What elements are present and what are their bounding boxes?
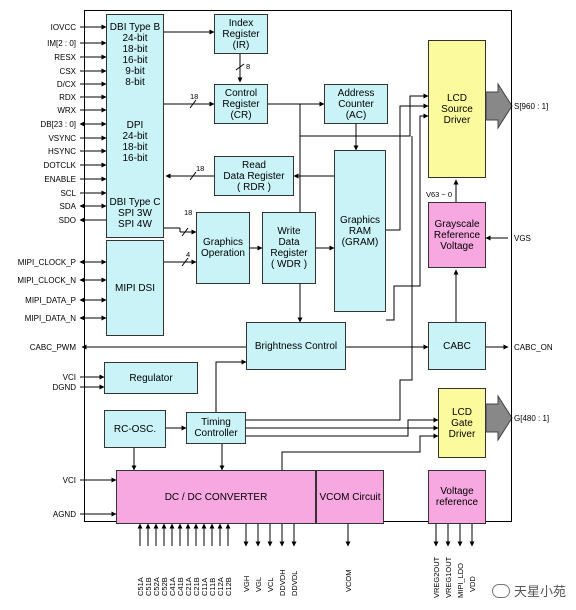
wire-tc-gate-2 <box>246 417 439 437</box>
pin-im: IM[2 : 0] <box>47 39 76 48</box>
wire-ir-cr-slash <box>235 63 245 71</box>
ref-pin-wires <box>433 524 475 547</box>
pin-dcx: D/CX <box>56 80 76 89</box>
voltage-reference-block: Voltage reference <box>428 470 486 524</box>
grayscale-reference-block: Grayscale Reference Voltage <box>428 202 486 268</box>
address-counter-block: Address Counter (AC) <box>324 84 388 124</box>
wire-dbic-slash <box>181 227 189 237</box>
write-data-register-block: Write Data Register ( WDR ) <box>262 212 316 284</box>
pin-ddvdl: DDVDL <box>290 570 299 596</box>
rc-osc-block: RC-OSC. <box>104 410 166 448</box>
brightness-control-block: Brightness Control <box>246 322 346 370</box>
gate-output-arrow <box>485 394 513 442</box>
dbi-type-b-block: DBI Type B 24-bit 18-bit 16-bit 9-bit 8-… <box>106 14 164 94</box>
bus-label-rdr: 18 <box>196 164 205 173</box>
vcom-circuit-block: VCOM Circuit <box>316 470 384 524</box>
pin-vci-dcdc: VCI <box>62 476 76 485</box>
pin-hsync: HSYNC <box>47 147 76 156</box>
dpi-block: DPI 24-bit 18-bit 16-bit <box>106 94 164 190</box>
bus-label-to-cr: 18 <box>190 92 199 101</box>
index-register-block: Index Register (IR) <box>214 14 268 54</box>
pin-wrx: WRX <box>57 106 76 115</box>
mipi-dsi-block: MIPI DSI <box>106 240 164 336</box>
lcd-source-driver-block: LCD Source Driver <box>428 40 486 178</box>
watermark-text: 天星小苑 <box>513 584 566 599</box>
wechat-icon <box>491 583 510 598</box>
wire-cr-src-1 <box>299 93 429 137</box>
wire-cr-src-2 <box>386 113 429 321</box>
pin-mipi-clock-p: MIPI_CLOCK_P <box>17 258 76 267</box>
bus-label-mipi: 4 <box>186 250 191 259</box>
pin-vcom: VCOM <box>344 569 353 593</box>
pin-scl: SCL <box>60 189 76 198</box>
pin-c12b: C12B <box>224 577 233 596</box>
watermark: 天星小苑 <box>491 581 566 600</box>
bus-label-dbi-c: 18 <box>184 208 193 217</box>
bus-label-ir-cr: 8 <box>246 62 251 71</box>
regulator-block: Regulator <box>104 362 198 394</box>
pin-gate-out: G[480 : 1] <box>514 414 550 423</box>
pin-mipi-data-p: MIPI_DATA_P <box>25 296 76 305</box>
pin-vgs: VGS <box>514 234 531 243</box>
wire-dcdc-gate <box>281 433 439 470</box>
read-data-register-block: Read Data Register ( RDR ) <box>214 156 294 196</box>
pin-vci-regulator: VCI <box>62 373 76 382</box>
pin-mipi-clock-n: MIPI_CLOCK_N <box>17 276 76 285</box>
wire-tc-bc <box>215 359 247 414</box>
pin-iovcc: IOVCC <box>50 23 76 32</box>
timing-controller-block: Timing Controller <box>186 412 246 444</box>
pin-sda: SDA <box>59 202 76 211</box>
pin-vgh: VGH <box>242 575 251 592</box>
pin-mipi-ldo: MIPI_LDO <box>456 562 465 598</box>
pin-agnd: AGND <box>52 510 76 519</box>
pin-vreg2out: VREG2OUT <box>432 556 441 598</box>
graphics-ram-block: Graphics RAM (GRAM) <box>334 150 386 312</box>
wire-gram-src <box>386 103 429 231</box>
pin-sdo: SDO <box>58 216 76 225</box>
graphics-operation-block: Graphics Operation <box>196 212 250 284</box>
bus-label-v63: V63 ~ 0 <box>426 190 453 199</box>
pin-dotclk: DOTCLK <box>43 161 76 170</box>
pin-resx: RESX <box>54 53 76 62</box>
dbi-type-c-block: DBI Type C SPI 3W SPI 4W <box>106 190 164 238</box>
wire-rdr-slash <box>189 171 197 181</box>
pin-db: DB[23 : 0] <box>40 120 76 129</box>
lcd-gate-driver-block: LCD Gate Driver <box>438 388 486 458</box>
pin-mipi-data-n: MIPI_DATA_N <box>24 314 76 323</box>
pin-dgnd: DGND <box>52 383 76 392</box>
dc-dc-converter-block: DC / DC CONVERTER <box>116 470 316 524</box>
pin-vsync: VSYNC <box>48 134 76 143</box>
pin-rdx: RDX <box>59 93 76 102</box>
wire-mipi-slash <box>181 257 189 267</box>
pin-enable: ENABLE <box>44 175 76 184</box>
pin-vdd: VDD <box>468 576 477 592</box>
pin-vcl: VCL <box>266 577 275 592</box>
pin-source-out: S[960 : 1] <box>514 102 549 111</box>
pin-cabc-on: CABC_ON <box>514 343 553 352</box>
source-output-arrow <box>485 82 513 130</box>
cap-pin-wires <box>137 523 231 546</box>
wire-if-cr-slash <box>189 99 197 109</box>
supply-pin-wires <box>243 524 297 547</box>
pin-vgl: VGL <box>254 576 263 592</box>
pin-csx: CSX <box>59 67 76 76</box>
pin-vreg1out: VREG1OUT <box>444 556 453 598</box>
pin-ddvdh: DDVDH <box>278 569 287 596</box>
cabc-block: CABC <box>428 322 486 370</box>
pin-cabc-pwm: CABC_PWM <box>29 343 76 352</box>
control-register-block: Control Register (CR) <box>214 84 268 124</box>
wire-tc-src <box>246 136 413 421</box>
